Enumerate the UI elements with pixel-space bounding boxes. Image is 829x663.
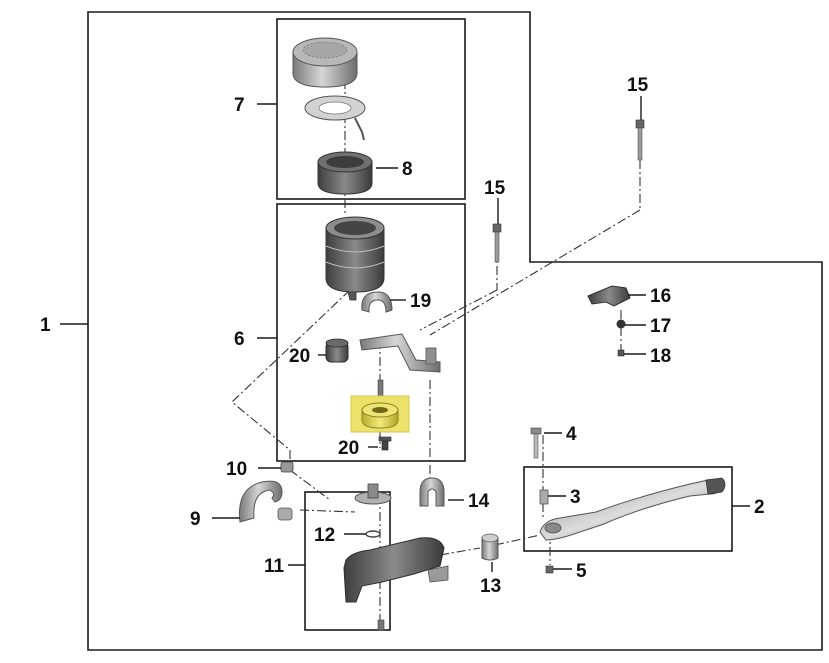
handlebar-clamp	[419, 477, 449, 583]
assembly-frame	[87, 11, 823, 651]
hose-clip	[280, 461, 294, 473]
lever-frame	[523, 466, 733, 552]
pushrod-adjuster	[354, 483, 392, 505]
lever-spacer	[539, 489, 549, 505]
callout-2: 2	[754, 497, 765, 518]
washer	[616, 319, 626, 329]
callout-11: 11	[264, 556, 285, 577]
reservoir	[325, 216, 385, 301]
o-ring	[365, 530, 381, 538]
callout-12: 12	[314, 525, 335, 546]
switch-bracket	[587, 285, 631, 307]
hose	[238, 480, 283, 523]
callout-14: 14	[468, 491, 490, 512]
bushing	[481, 533, 499, 561]
reservoir-bracket	[359, 333, 441, 373]
callout-13: 13	[480, 576, 501, 597]
callout-4: 4	[566, 424, 577, 445]
reservoir-cap-frame	[276, 18, 466, 200]
brake-lever	[539, 477, 726, 541]
callout-1: 1	[40, 315, 51, 336]
callout-20-lower: 20	[338, 438, 359, 459]
bolt-short	[492, 223, 502, 263]
hose-end	[277, 507, 293, 521]
callout-17: 17	[650, 316, 671, 337]
callout-18: 18	[650, 346, 671, 367]
callout-3: 3	[570, 487, 581, 508]
callout-15-upper: 15	[627, 75, 649, 96]
reservoir-frame	[276, 203, 466, 462]
callout-8: 8	[402, 159, 413, 180]
highlighted-part	[350, 395, 410, 433]
lower-bolt	[377, 619, 385, 631]
callout-20-upper: 20	[289, 346, 310, 367]
small-screw	[378, 436, 392, 451]
callout-19: 19	[410, 291, 431, 312]
callout-7: 7	[234, 95, 245, 116]
callout-15-lower: 15	[484, 178, 506, 199]
callout-16: 16	[650, 286, 671, 307]
small-nut	[617, 349, 625, 357]
rubber-grommet	[325, 338, 349, 363]
bolt-long	[635, 119, 645, 161]
callout-6: 6	[234, 329, 245, 350]
callout-5: 5	[576, 561, 587, 582]
reservoir-cap	[292, 37, 358, 88]
pivot-bolt	[530, 427, 542, 459]
callout-10: 10	[226, 459, 247, 480]
callout-9: 9	[190, 509, 201, 530]
reservoir-clamp	[361, 291, 393, 313]
bracket-screw	[377, 379, 384, 397]
pivot-nut	[545, 565, 554, 574]
master-cylinder-body	[343, 537, 445, 603]
leader-lines	[60, 96, 750, 572]
reservoir-sleeve	[317, 151, 373, 195]
diaphragm-plate	[304, 95, 366, 141]
